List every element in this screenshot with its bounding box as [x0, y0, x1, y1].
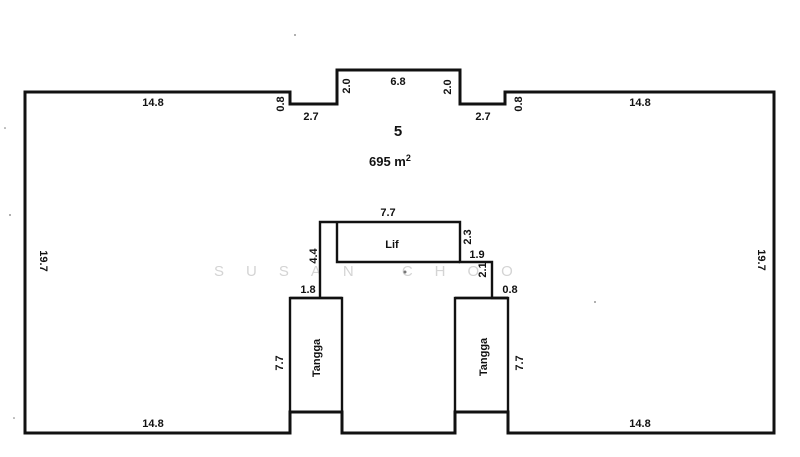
- dim-core-top: 7.7: [380, 207, 395, 219]
- lift-label: Lif: [385, 239, 399, 251]
- dim-top-left-wall: 14.8: [142, 97, 163, 109]
- lift-shaft: [335, 222, 460, 264]
- dim-bottom-right-wall: 14.8: [629, 418, 650, 430]
- area-unit-superscript: 2: [406, 153, 411, 163]
- dim-stair-right-height: 7.7: [514, 355, 526, 370]
- dim-notch-ledge-right: 2.7: [475, 111, 490, 123]
- dim-left-wall: 19.7: [37, 250, 49, 271]
- dim-notch-side-left: 2.0: [341, 78, 353, 93]
- stair-right: [453, 296, 510, 414]
- dim-bottom-left-wall: 14.8: [142, 418, 163, 430]
- scan-speck: [9, 214, 11, 216]
- scan-speck: [294, 34, 296, 36]
- dim-core-right-lower: 2.1: [477, 262, 489, 277]
- stair-left-label: Tangga: [311, 338, 323, 377]
- room-number: 5: [394, 123, 402, 140]
- dim-core-left-ledge: 1.8: [300, 284, 315, 296]
- dim-top-right-wall: 14.8: [629, 97, 650, 109]
- area-value: 695 m: [369, 154, 406, 169]
- dim-core-left-side: 4.4: [308, 247, 320, 263]
- scan-speck: [13, 417, 15, 419]
- dim-notch-side-right: 2.0: [442, 79, 454, 94]
- dim-core-right-step: 0.8: [502, 284, 517, 296]
- watermark: SUSAN CHOO: [214, 263, 535, 280]
- dim-notch-top: 6.8: [390, 76, 405, 88]
- dim-core-right-ledge: 1.9: [469, 249, 484, 261]
- scan-speck: [594, 301, 596, 303]
- dim-notch-ledge-left: 2.7: [303, 111, 318, 123]
- dim-right-wall: 19.7: [755, 249, 767, 270]
- scan-speck: [4, 127, 6, 129]
- dim-core-right-upper: 2.3: [462, 229, 474, 244]
- dim-stair-left-height: 7.7: [274, 355, 286, 370]
- stair-left: [288, 296, 344, 414]
- area-label: 695 m2: [369, 153, 411, 169]
- dim-notch-step-left: 0.8: [275, 96, 287, 111]
- stair-right-label: Tangga: [478, 337, 490, 376]
- scan-speck: [403, 270, 407, 274]
- dim-notch-step-right: 0.8: [513, 96, 525, 111]
